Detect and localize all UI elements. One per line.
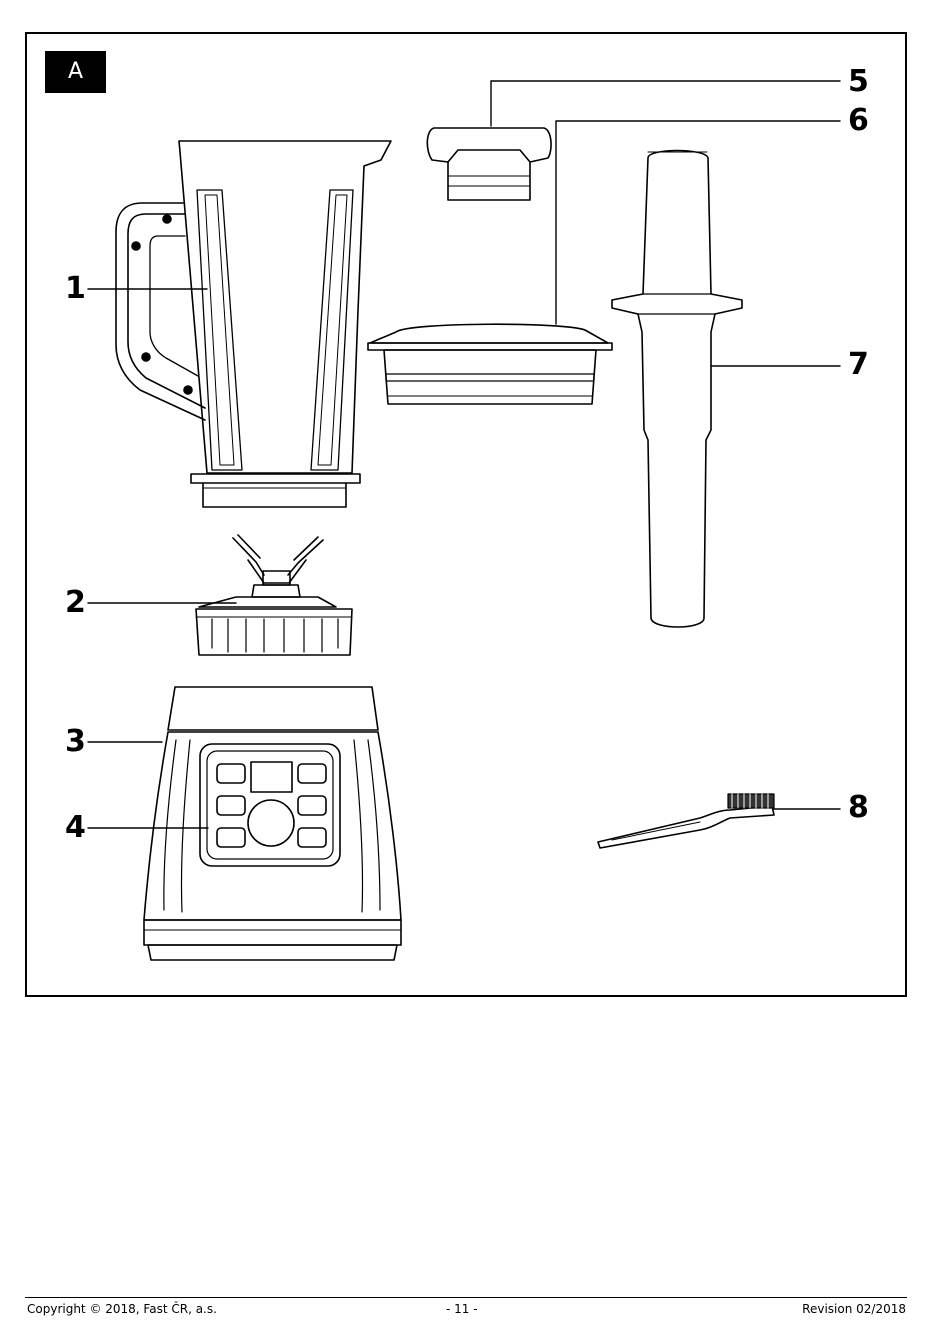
- leader-lines: [88, 81, 840, 828]
- parts-diagram: A: [0, 0, 933, 1010]
- callout-6: 6: [848, 106, 869, 136]
- footer-copyright: Copyright © 2018, Fast ČR, a.s.: [27, 1301, 217, 1317]
- callout-3: 3: [65, 727, 86, 757]
- callout-2: 2: [65, 588, 86, 618]
- footer-revision: Revision 02/2018: [802, 1301, 906, 1317]
- callout-8: 8: [848, 793, 869, 823]
- lid-cap-drawing: [427, 128, 551, 200]
- motor-base-drawing: [144, 687, 401, 960]
- callout-7: 7: [848, 350, 869, 380]
- lid-drawing: [368, 324, 612, 404]
- footer-divider: [25, 1297, 907, 1298]
- tamper-drawing: [612, 151, 742, 628]
- parts-drawing: [0, 0, 933, 1010]
- footer-page-number: - 11 -: [446, 1301, 478, 1317]
- callout-4: 4: [65, 813, 86, 843]
- blade-assembly-drawing: [196, 535, 352, 655]
- cleaning-brush-drawing: [598, 794, 774, 848]
- jug-drawing: [116, 141, 391, 507]
- callout-5: 5: [848, 67, 869, 97]
- callout-1: 1: [65, 274, 86, 304]
